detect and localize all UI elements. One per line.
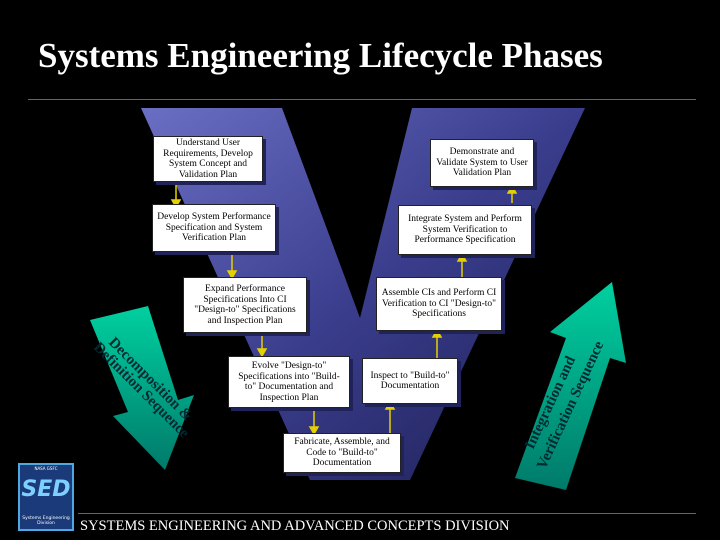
box-inspect: Inspect to "Build-to" Documentation <box>362 358 458 404</box>
box-understand-requirements: Understand User Requirements, Develop Sy… <box>153 136 263 182</box>
box-integrate-system: Integrate System and Perform System Veri… <box>398 205 532 255</box>
page-title: Systems Engineering Lifecycle Phases <box>38 36 603 75</box>
box-expand-specifications: Expand Performance Specifications Into C… <box>183 277 307 333</box>
footer-division-name: SYSTEMS ENGINEERING AND ADVANCED CONCEPT… <box>80 518 510 534</box>
footer-divider <box>78 513 696 514</box>
decomposition-arrow <box>90 306 194 470</box>
box-demonstrate-validate: Demonstrate and Validate System to User … <box>430 139 534 187</box>
logo-top-text: NASA GSFC <box>34 466 58 471</box>
sed-logo: NASA GSFC SED Systems Engineering Divisi… <box>18 463 74 531</box>
logo-text: SED <box>21 477 71 502</box>
box-fabricate: Fabricate, Assemble, and Code to "Build-… <box>283 433 401 473</box>
box-assemble-cis: Assemble CIs and Perform CI Verification… <box>376 277 502 331</box>
logo-sub-text: Systems Engineering Division <box>22 516 70 526</box>
box-develop-performance-spec: Develop System Performance Specification… <box>152 204 276 252</box>
box-evolve-design-to: Evolve "Design-to" Specifications into "… <box>228 356 350 408</box>
v-shape <box>141 108 585 480</box>
integration-arrow <box>515 282 626 490</box>
title-divider <box>28 99 696 100</box>
